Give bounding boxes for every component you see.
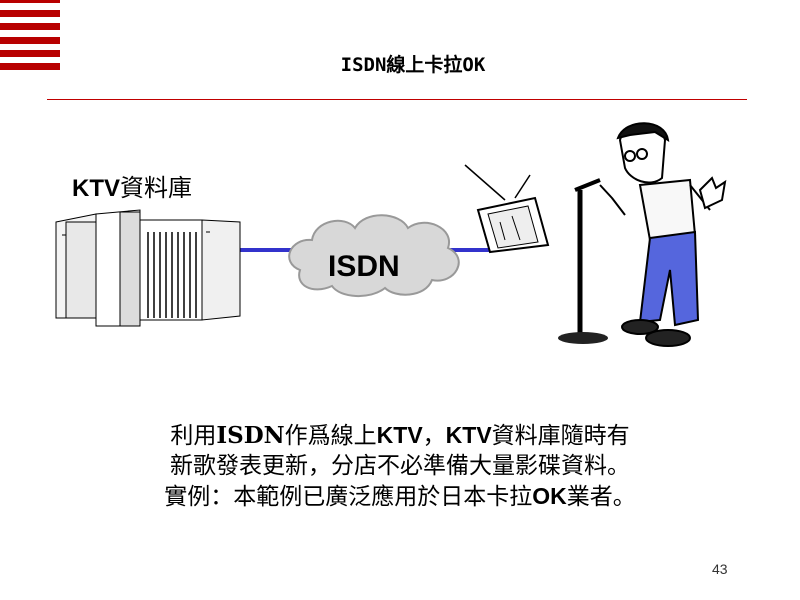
singer-figure-icon <box>599 122 727 347</box>
text: 實例：本範例已廣泛應用於日本卡拉 <box>164 484 533 510</box>
database-label: KTV資料庫 <box>72 168 192 203</box>
isdn-cloud-icon <box>288 214 460 297</box>
text-bold: ISDN <box>216 422 285 449</box>
text-bold: KTV <box>445 422 492 448</box>
page-number: 43 <box>712 561 728 577</box>
database-label-text: 資料庫 <box>120 174 192 202</box>
text-bold: OK <box>532 483 567 509</box>
text: 利用 <box>170 423 217 449</box>
text: 資料庫隨時有 <box>491 423 630 449</box>
text: 業者。 <box>566 484 636 510</box>
slide-title: ISDN線上卡拉OK <box>340 54 486 76</box>
title-divider <box>47 99 747 100</box>
body-line-2: 新歌發表更新，分店不必準備大量影碟資料。 <box>170 453 630 479</box>
database-label-bold: KTV <box>72 175 120 202</box>
text: 作爲線上 <box>284 423 377 449</box>
text-bold: KTV <box>376 422 423 448</box>
body-line-1: 利用ISDN作爲線上KTV，KTV資料庫隨時有 <box>120 420 680 451</box>
database-server-icon <box>55 209 241 327</box>
television-icon <box>464 164 550 254</box>
body-text: 利用ISDN作爲線上KTV，KTV資料庫隨時有 新歌發表更新，分店不必準備大量影… <box>120 420 680 512</box>
cloud-label: ISDN <box>328 250 400 283</box>
body-line-3: 實例：本範例已廣泛應用於日本卡拉OK業者。 <box>120 481 680 512</box>
microphone-stand-icon <box>558 178 608 344</box>
text: ， <box>422 423 446 449</box>
